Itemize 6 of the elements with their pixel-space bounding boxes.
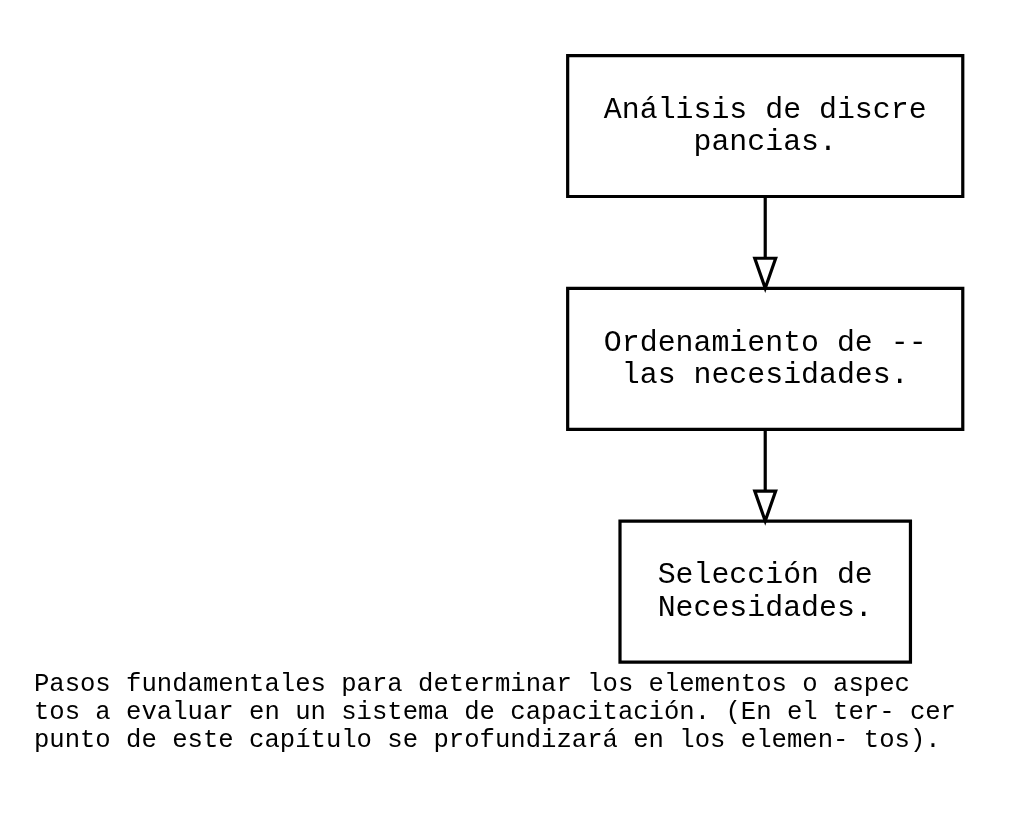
node-box: Selección de Necesidades. bbox=[618, 519, 913, 664]
arrow bbox=[752, 196, 778, 293]
node-box: Ordenamiento de -- las necesidades. bbox=[566, 286, 965, 431]
arrow bbox=[752, 429, 778, 526]
caption: Pasos fundamentales para determinar los elementos o aspec tos a evaluar en un sistema de capacitación. (En el ter- cer punto de este capítulo se profundizará en los elemen- tos). bbox=[33, 670, 956, 755]
node-box: Análisis de discre pancias. bbox=[566, 53, 965, 199]
